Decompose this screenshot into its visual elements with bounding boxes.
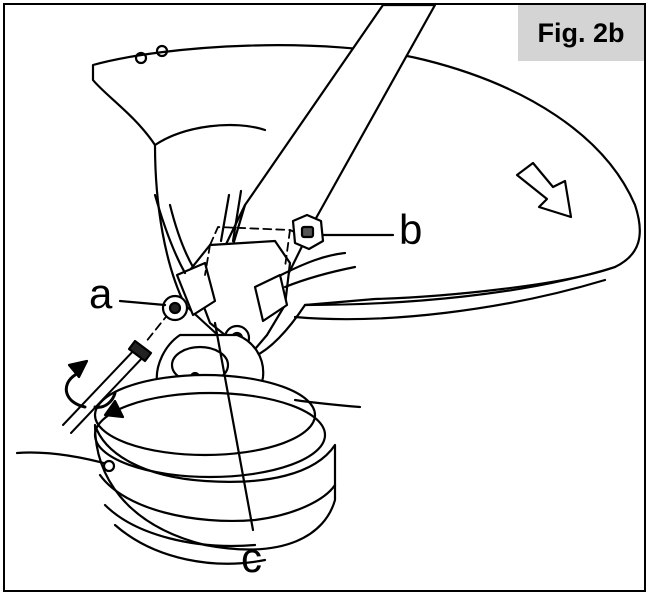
rotation-arrowhead [67, 359, 89, 379]
spool-ring-4 [113, 523, 267, 565]
leader-a [118, 299, 167, 307]
spool-body [93, 423, 337, 551]
dashed-guide-top [209, 226, 306, 246]
callout-a: a [89, 270, 113, 317]
trimmer-guard-illustration [15, 5, 641, 565]
cutting-line-left [15, 451, 113, 467]
nut-b-hole [300, 225, 315, 239]
figure-frame: Fig. 2b a b c [3, 3, 646, 592]
line-eyelet [102, 459, 116, 473]
dashed-guide-right [284, 229, 291, 268]
fin-right-2 [283, 265, 357, 289]
guard-hole-1 [134, 51, 148, 65]
rotation-arrowhead-2 [103, 399, 125, 419]
guard-rim [303, 265, 617, 307]
screw-a-inner [168, 301, 182, 315]
fin-left [153, 193, 187, 275]
clamp-left-plate [175, 261, 217, 317]
spool-ring-2 [98, 473, 337, 523]
guard-inner-edge [153, 123, 267, 147]
spool-ring-1 [93, 391, 327, 479]
direction-arrow-icon [515, 161, 573, 219]
clamp-right-plate [253, 273, 289, 323]
guard-hole-2 [155, 44, 169, 58]
leader-c [213, 321, 255, 532]
allen-key-tip [127, 339, 153, 363]
fin-top [219, 193, 231, 243]
callout-b: b [399, 206, 423, 253]
guard-rim-lower [293, 278, 607, 321]
fin-top-2 [231, 189, 243, 243]
figure-label: Fig. 2b [518, 5, 644, 61]
allen-key [62, 346, 146, 434]
rotation-arrow-icon [64, 373, 87, 409]
fin-right [279, 251, 347, 277]
spool-top [93, 373, 317, 457]
spool-ring-3 [103, 503, 257, 548]
rotation-arrow-lower [93, 391, 117, 409]
fin-left-2 [168, 203, 195, 269]
cutting-line-right [293, 398, 362, 409]
dashed-guide-left [204, 244, 211, 276]
callout-c: c [241, 534, 262, 581]
